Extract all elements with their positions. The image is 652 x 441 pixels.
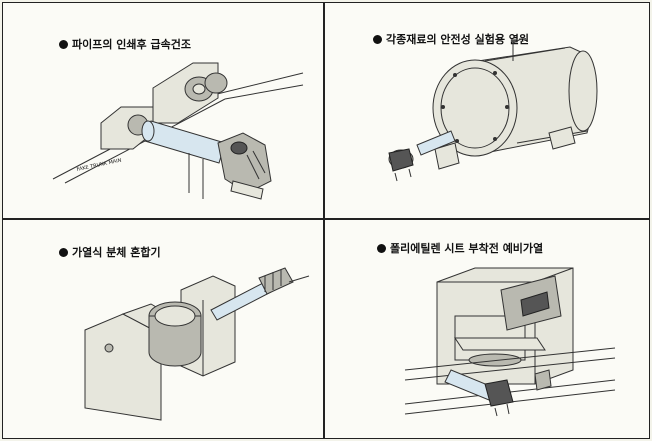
- panel-powder-mixer: 가열식 분체 혼합기: [2, 219, 324, 439]
- powder-mixer-drawing: [84, 267, 310, 421]
- pipe-drying-drawing: FAKE TRUNK MAIN: [52, 62, 304, 200]
- caption-powder-mixer: 가열식 분체 혼합기: [59, 244, 161, 260]
- caption-text: 폴리에틸렌 시트 부착전 예비가열: [390, 242, 544, 255]
- bullet-icon: [59, 39, 68, 49]
- caption-pipe-drying: 파이프의 인쇄후 급속건조: [59, 36, 191, 52]
- caption-polyethylene-preheat: 폴리에틸렌 시트 부착전 예비가열: [377, 240, 543, 256]
- caption-text: 가열식 분체 혼합기: [72, 246, 161, 259]
- safety-test-drawing: [388, 38, 598, 182]
- caption-text: 파이프의 인쇄후 급속건조: [72, 38, 191, 51]
- bullet-icon: [377, 243, 386, 253]
- panel-pipe-drying: 파이프의 인쇄후 급속건조 FAKE TRUNK MAIN: [2, 2, 324, 219]
- bullet-icon: [59, 247, 68, 257]
- panel-safety-test: 각종재료의 안전성 실험용 열원: [324, 2, 650, 219]
- polyethylene-preheat-drawing: [404, 267, 616, 417]
- fake-trunk-main-label: FAKE TRUNK MAIN: [76, 158, 122, 173]
- bullet-icon: [373, 34, 382, 44]
- panel-polyethylene-preheat: 폴리에틸렌 시트 부착전 예비가열: [324, 219, 650, 439]
- caption-text: 각종재료의 안전성 실험용 열원: [386, 33, 530, 46]
- caption-safety-test: 각종재료의 안전성 실험용 열원: [373, 31, 529, 47]
